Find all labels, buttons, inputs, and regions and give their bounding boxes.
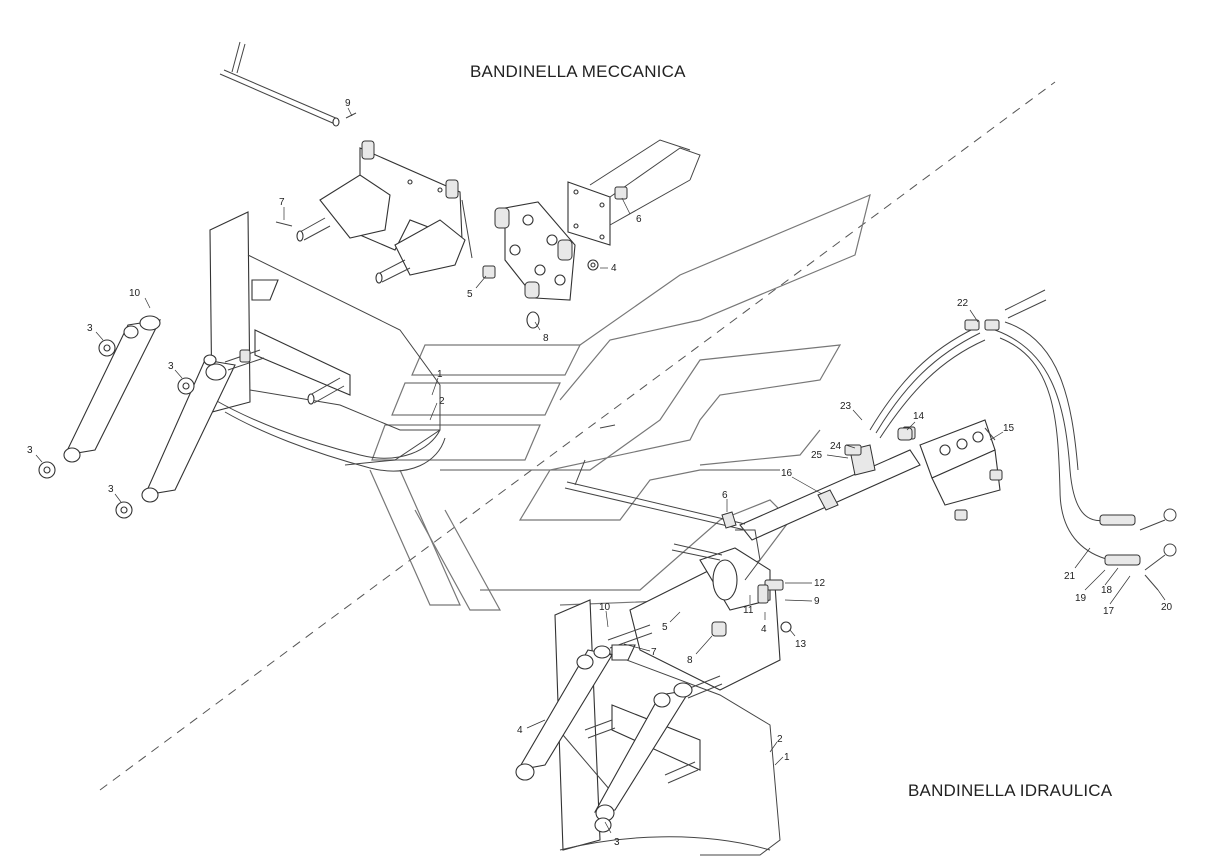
callout-22: 22 xyxy=(957,298,969,309)
callout-9: 9 xyxy=(814,596,820,607)
callouts-mechanical: 9 7 6 4 5 8 10 3 3 3 3 1 2 xyxy=(27,98,642,503)
callout-19: 19 xyxy=(1075,593,1087,604)
callout-13: 13 xyxy=(795,639,807,650)
callout-7: 7 xyxy=(279,197,285,208)
callout-20: 20 xyxy=(1161,602,1173,613)
beam-plate xyxy=(482,139,701,279)
callout-11: 11 xyxy=(743,605,754,616)
callout-16: 16 xyxy=(781,468,793,479)
callout-5: 5 xyxy=(467,289,473,300)
callout-3: 3 xyxy=(87,323,93,334)
callout-18: 18 xyxy=(1101,585,1113,596)
mechanical-flap-assembly xyxy=(38,41,701,519)
callout-2: 2 xyxy=(439,396,445,407)
flange-plate xyxy=(494,201,576,329)
callout-10: 10 xyxy=(129,288,141,299)
callout-8: 8 xyxy=(687,655,693,666)
hydraulic-flap-assembly xyxy=(515,289,1177,856)
lower-link-arm xyxy=(141,349,265,503)
hydraulic-small-parts xyxy=(599,424,913,604)
title-hydraulic-flap: BANDINELLA IDRAULICA xyxy=(908,781,1113,800)
callout-21: 21 xyxy=(1064,571,1076,582)
callout-8: 8 xyxy=(543,333,549,344)
pin-rod xyxy=(219,41,357,127)
hydraulic-top-link-arm xyxy=(515,645,613,781)
callout-2: 2 xyxy=(777,734,783,745)
hitch-bracket xyxy=(275,140,473,284)
hydraulic-lower-link-arm xyxy=(594,682,693,833)
callout-4: 4 xyxy=(517,725,523,736)
callout-10: 10 xyxy=(599,602,611,613)
callout-23: 23 xyxy=(840,401,852,412)
callout-25: 25 xyxy=(811,450,823,461)
callout-3: 3 xyxy=(168,361,174,372)
callout-3: 3 xyxy=(27,445,33,456)
hydraulic-hitch-bracket xyxy=(607,529,792,699)
callout-24: 24 xyxy=(830,441,842,452)
callout-4: 4 xyxy=(611,263,617,274)
callout-1: 1 xyxy=(784,752,790,763)
callout-7: 7 xyxy=(651,647,657,658)
title-mechanical-flap: BANDINELLA MECCANICA xyxy=(470,62,686,81)
cylinder-mount-bracket xyxy=(902,419,1003,521)
callout-6: 6 xyxy=(722,490,728,501)
callouts-hydraulic: 22 23 14 15 24 25 16 6 12 9 11 4 13 5 10… xyxy=(517,298,1173,848)
callout-9: 9 xyxy=(345,98,351,109)
callout-15: 15 xyxy=(1003,423,1015,434)
callout-5: 5 xyxy=(662,622,668,633)
callout-14: 14 xyxy=(913,411,925,422)
callout-17: 17 xyxy=(1103,606,1115,617)
callout-3: 3 xyxy=(108,484,114,495)
callout-3: 3 xyxy=(614,837,620,848)
top-link-arm xyxy=(63,315,161,463)
callout-1: 1 xyxy=(437,369,443,380)
callout-6: 6 xyxy=(636,214,642,225)
callout-12: 12 xyxy=(814,578,826,589)
hydraulic-hoses xyxy=(844,289,1111,561)
washers-3 xyxy=(38,339,195,519)
callout-4: 4 xyxy=(761,624,767,635)
quick-couplers xyxy=(1099,508,1177,591)
section-divider-line xyxy=(99,81,1056,791)
hydraulic-cylinder xyxy=(564,444,921,541)
